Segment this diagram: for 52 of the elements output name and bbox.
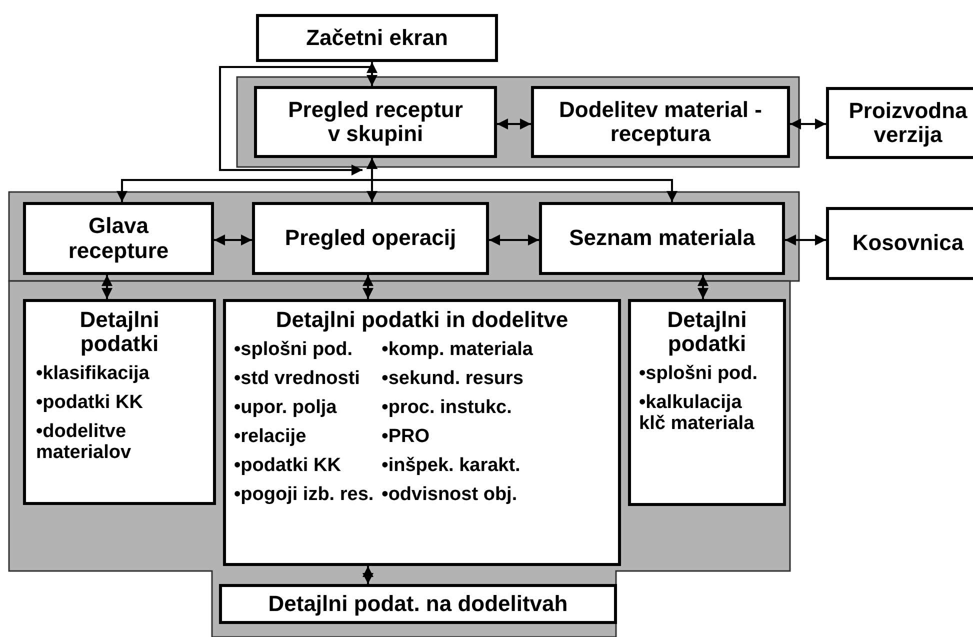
bullet-item: •proc. instukc.: [382, 398, 513, 419]
box-heading: Detajlni podatki: [78, 308, 160, 356]
box-label: Glava recepture: [67, 214, 170, 263]
process-box: [252, 202, 489, 275]
process-box: [826, 87, 973, 159]
process-box: [23, 299, 216, 505]
box-label: Pregled operacij: [284, 226, 456, 251]
bullet-item: •podatki KK: [36, 393, 144, 414]
bullet-item: •splošni pod.: [639, 364, 759, 386]
bullet-item: •upor. polja: [234, 398, 338, 419]
arrow: [497, 118, 531, 130]
arrow: [214, 234, 252, 246]
box-heading: Detajlni podatki in dodelitve: [276, 308, 568, 332]
bullet-item: •std vrednosti: [234, 369, 361, 390]
process-box: [539, 202, 785, 275]
bullet-item: •relacije: [234, 426, 308, 448]
arrow: [366, 158, 678, 202]
process-box: [531, 86, 790, 158]
arrow: [102, 275, 112, 299]
box-heading: Detajlni podatki: [666, 308, 748, 356]
arrow: [362, 566, 374, 584]
arrow: [362, 275, 374, 299]
bullet-item: •PRO: [382, 426, 430, 448]
bullet-item: •pogoji izb. res.: [234, 484, 374, 506]
box-label: Pregled receptur v skupini: [287, 98, 464, 146]
box-label: Dodelitev material - receptura: [558, 98, 763, 146]
process-box: [628, 299, 786, 506]
arrow: [366, 62, 378, 86]
bullet-item: •dodelitve materialov: [36, 422, 132, 464]
bullet-item: •podatki KK: [234, 456, 342, 477]
process-box: [256, 14, 498, 62]
box-label: Detajlni podat. na dodelitvah: [268, 592, 568, 616]
bullet-item: •sekund. resurs: [382, 369, 524, 390]
process-box: [219, 584, 617, 624]
process-box: [826, 207, 973, 280]
bullet-item: •inšpek. karakt.: [382, 456, 522, 477]
bullet-item: •komp. materiala: [382, 340, 533, 362]
arrow: [790, 118, 826, 130]
bullet-item: •odvisnost obj.: [382, 484, 518, 506]
bullet-item: •splošni pod.: [234, 340, 354, 362]
arrow: [489, 234, 539, 246]
arrow: [698, 275, 708, 299]
process-box: [23, 202, 214, 275]
box-label: Seznam materiala: [569, 226, 755, 251]
bullet-item: •kalkulacija klč materiala: [639, 393, 756, 436]
process-box: [223, 299, 621, 566]
process-box: [254, 86, 497, 158]
box-label: Začetni ekran: [306, 26, 448, 50]
arrow: [785, 234, 826, 246]
box-label: Proizvodna verzija: [848, 98, 968, 148]
box-label: Kosovnica: [852, 231, 964, 256]
bullet-item: •klasifikacija: [36, 364, 150, 386]
